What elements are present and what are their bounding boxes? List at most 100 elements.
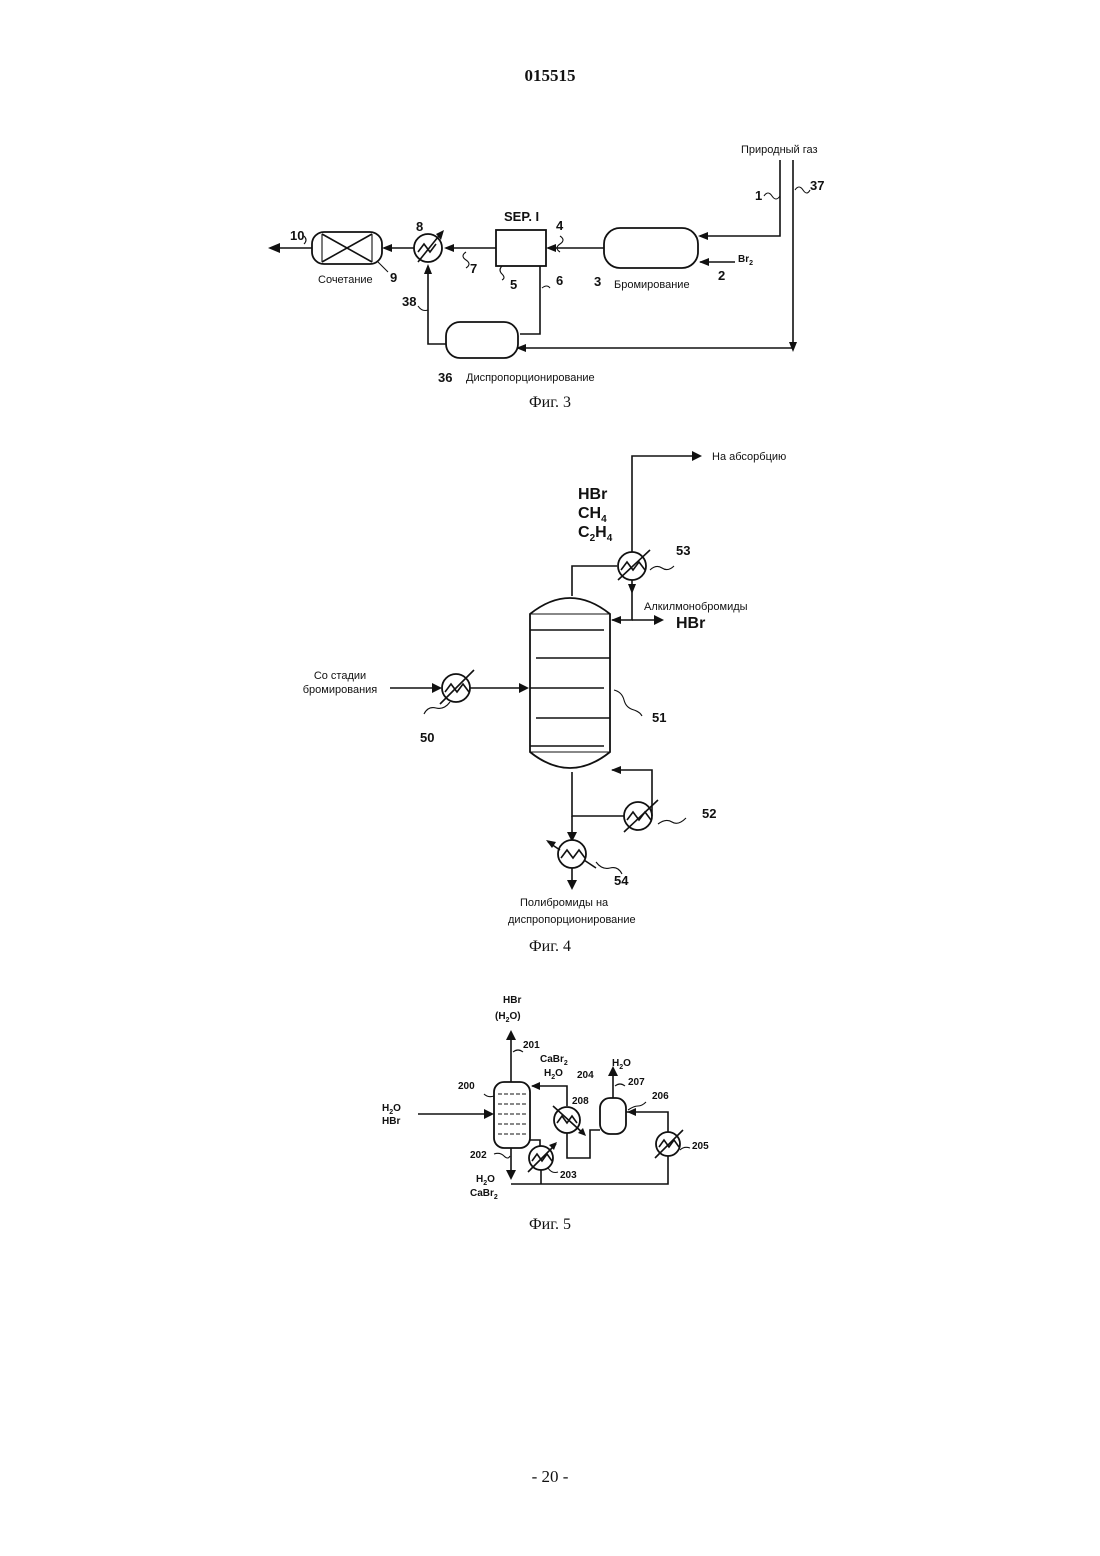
label-38: 38: [402, 294, 416, 309]
h2o-b-text: H: [612, 1058, 619, 1069]
label-from-stage-1: Со стадии: [314, 670, 366, 682]
overhead-line: [572, 566, 617, 596]
leader-51: [614, 690, 642, 716]
leader-53: [650, 566, 674, 570]
label-53: 53: [676, 543, 690, 558]
label-hbr-side: HBr: [676, 615, 705, 632]
label-ch4: CH4: [578, 505, 607, 525]
recycle-to-drum-line: [626, 1112, 668, 1132]
caption-fig-4: Фиг. 4: [529, 938, 571, 955]
arrow-feed-in: [519, 683, 529, 693]
arrow-reflux-down: [628, 584, 636, 594]
label-3: 3: [594, 274, 601, 289]
figure-4: 53 На абсорбцию HBr CH4 C2H4 Алкилмонобр…: [303, 451, 787, 955]
separator-sep-1: [496, 230, 546, 266]
leader-4: [557, 236, 563, 252]
label-8: 8: [416, 219, 423, 234]
label-4: 4: [556, 218, 564, 233]
cabr2-subscript: 2: [564, 1060, 568, 1067]
label-br2: Br2: [738, 254, 753, 267]
arrow-10: [268, 243, 280, 253]
label-c2h4: C2H4: [578, 524, 613, 544]
arrow-to-coupling: [382, 244, 392, 252]
leader-5: [500, 266, 504, 280]
bromination-reactor: [604, 228, 698, 268]
arrow-feed-left: [432, 683, 442, 693]
cooler-54-out: [584, 860, 596, 868]
absorber-column-200: [494, 1082, 530, 1148]
leader-9: [378, 262, 388, 272]
label-36: 36: [438, 370, 452, 385]
h2o-paren-open: (H: [495, 1011, 506, 1022]
label-200: 200: [458, 1081, 475, 1092]
br2-text: Br: [738, 254, 749, 265]
arrow-204: [531, 1082, 540, 1090]
label-polybromides-1: Полибромиды на: [520, 897, 609, 909]
arrow-sidedraw: [654, 615, 664, 625]
arrow-201: [506, 1030, 516, 1040]
leader-38: [418, 306, 428, 311]
label-204: 204: [577, 1070, 594, 1081]
label-from-stage-2: бромирования: [303, 684, 378, 696]
label-hbr-top: HBr: [503, 995, 521, 1006]
leader-207: [615, 1084, 625, 1086]
label-10: 10: [290, 228, 304, 243]
arrow-37-down: [789, 342, 797, 352]
arrow-feed-1: [698, 232, 708, 240]
label-out-cabr2: CaBr2: [470, 1188, 498, 1201]
label-5: 5: [510, 277, 517, 292]
in-h2o-text: H: [382, 1103, 389, 1114]
leader-202: [494, 1153, 510, 1158]
br2-subscript: 2: [749, 260, 753, 267]
label-7: 7: [470, 261, 477, 276]
label-203: 203: [560, 1170, 577, 1181]
label-cabr2: CaBr2: [540, 1054, 568, 1067]
label-37: 37: [810, 178, 824, 193]
label-polybromides-2: диспропорционирование: [508, 914, 636, 926]
label-1: 1: [755, 188, 762, 203]
label-to-absorption: На абсорбцию: [712, 451, 786, 463]
leader-1: [764, 193, 780, 199]
label-in-h2o: H2O: [382, 1103, 401, 1116]
label-in-hbr: HBr: [382, 1116, 400, 1127]
label-natural-gas: Природный газ: [741, 144, 818, 156]
label-bromination: Бромирование: [614, 279, 690, 291]
h2o-a-text: H: [544, 1068, 551, 1079]
figure-5: 200 HBr (H2O) 201 CaBr2 H2O 204 208: [382, 995, 709, 1233]
caption-fig-5: Фиг. 5: [529, 1216, 571, 1233]
label-201: 201: [523, 1040, 540, 1051]
label-9: 9: [390, 270, 397, 285]
arrow-feed-200: [484, 1109, 494, 1119]
h2o-paren-close: O): [509, 1011, 520, 1022]
label-50: 50: [420, 730, 434, 745]
out-cabr2-text: CaBr: [470, 1188, 494, 1199]
distillation-column-51: [530, 598, 610, 768]
label-coupling: Сочетание: [318, 274, 373, 286]
leader-203: [548, 1168, 558, 1173]
caption-fig-3: Фиг. 3: [529, 394, 571, 411]
in-h2o-o: O: [393, 1103, 401, 1114]
label-207: 207: [628, 1077, 645, 1088]
leader-206: [628, 1102, 646, 1110]
arrow-polybromides: [567, 880, 577, 890]
label-202: 202: [470, 1150, 487, 1161]
c2h4-h-subscript: 4: [607, 533, 613, 544]
label-205: 205: [692, 1141, 709, 1152]
label-6: 6: [556, 273, 563, 288]
disproportionation-reactor: [446, 322, 518, 358]
page-number: - 20 -: [0, 1467, 1100, 1487]
arrow-reboiler-return: [611, 766, 621, 774]
leader-6: [542, 286, 550, 288]
arrow-to-absorption: [692, 451, 702, 461]
leader-7: [463, 252, 469, 268]
label-alkylmonobromides: Алкилмонобромиды: [644, 601, 748, 613]
h2o-b-o: O: [623, 1058, 631, 1069]
leader-50: [424, 702, 450, 714]
label-hbr-top: HBr: [578, 486, 607, 503]
label-h2o-a: H2O: [544, 1068, 563, 1081]
ch4-text: CH: [578, 505, 601, 522]
label-206: 206: [652, 1091, 669, 1102]
label-h2o-b: H2O: [612, 1058, 631, 1071]
label-51: 51: [652, 710, 666, 725]
